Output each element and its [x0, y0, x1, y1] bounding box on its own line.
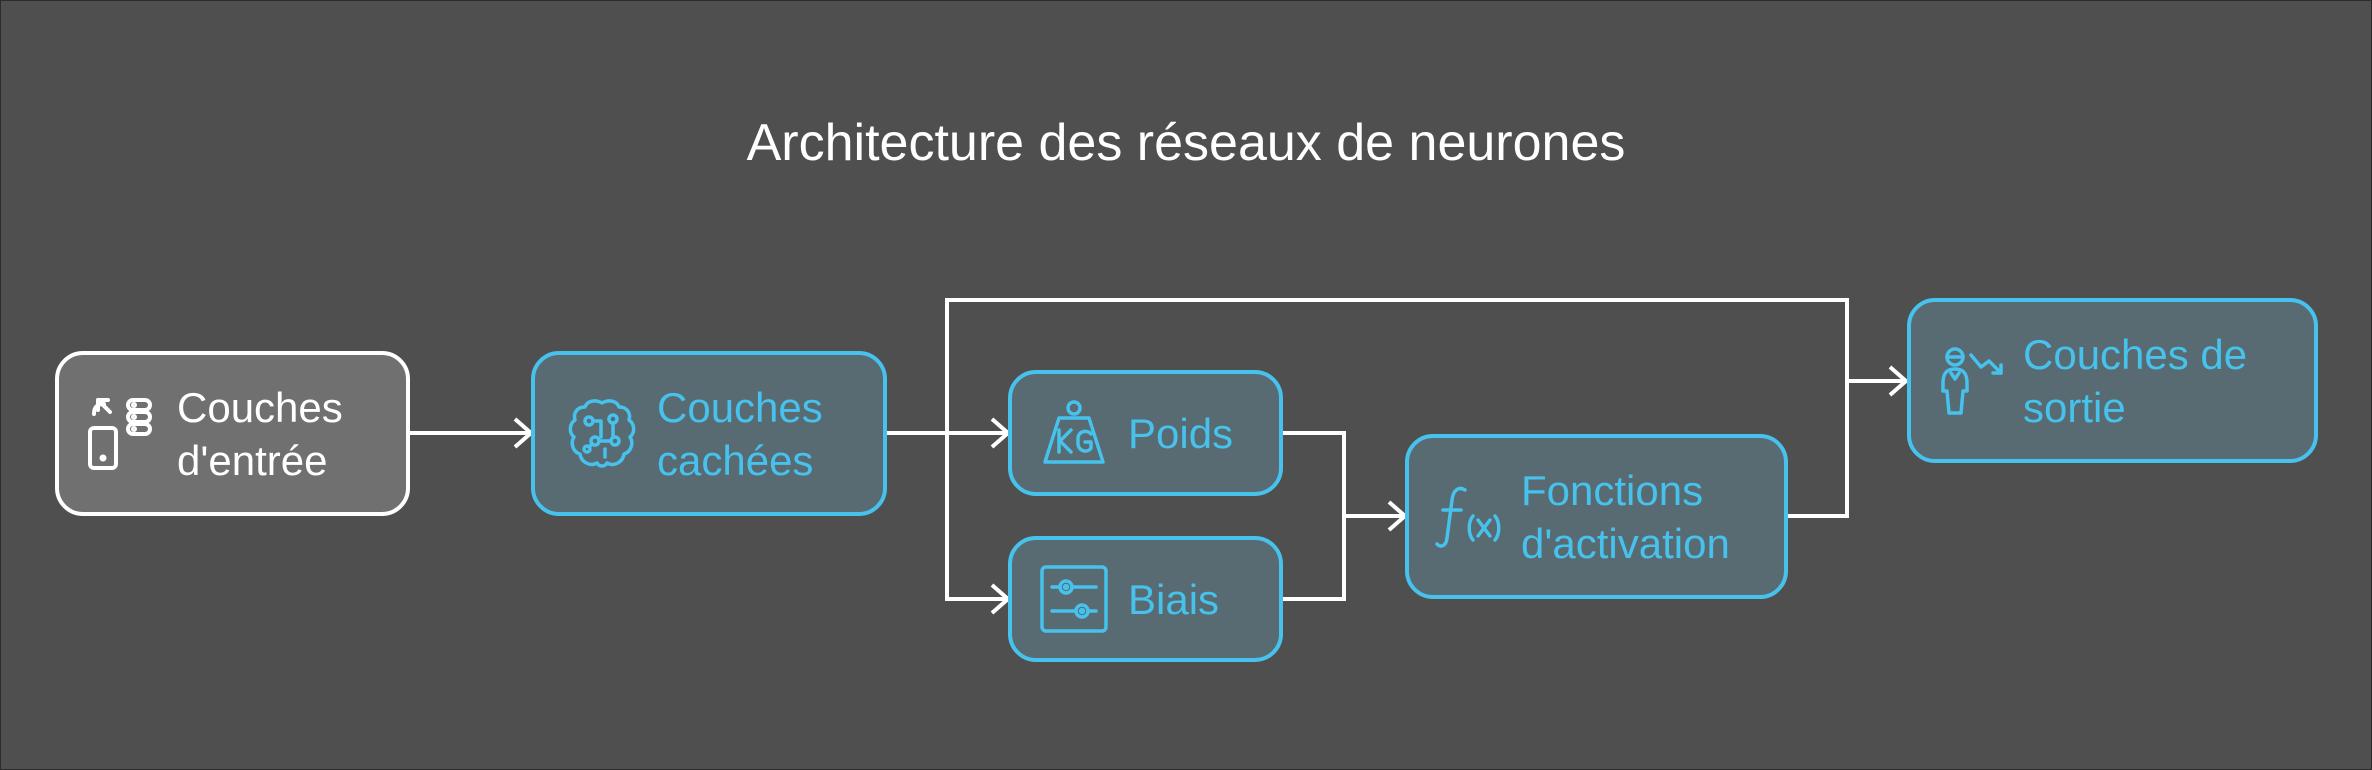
edge-bypass	[945, 298, 1849, 433]
phone-database-icon	[81, 394, 163, 474]
node-hidden-layers[interactable]: Couches cachées	[531, 351, 887, 516]
edge-weights-merge	[1281, 431, 1346, 601]
node-activation-functions[interactable]: Fonctions d'activation	[1405, 434, 1788, 599]
node-input-label: Couches d'entrée	[177, 381, 343, 487]
diagram-title: Architecture des réseaux de neurones	[746, 114, 1626, 172]
kg-weight-icon	[1034, 396, 1114, 470]
function-fx-icon	[1435, 482, 1505, 552]
edge-activation-output	[1786, 379, 1904, 518]
person-trend-icon	[1937, 343, 2009, 419]
node-activation-line2: d'activation	[1521, 519, 1730, 567]
node-weights-label: Poids	[1128, 409, 1234, 457]
node-output-line2: sortie	[2023, 383, 2126, 431]
node-bias-label: Biais	[1128, 575, 1220, 623]
edge-to-bias	[945, 433, 1006, 601]
node-hidden-label: Couches cachées	[657, 381, 823, 487]
node-activation-label: Fonctions d'activation	[1521, 464, 1730, 570]
node-output-layers[interactable]: Couches de sortie	[1907, 298, 2318, 463]
node-output-label: Couches de sortie	[2023, 328, 2247, 434]
node-activation-line1: Fonctions	[1521, 466, 1704, 514]
node-input-line2: d'entrée	[177, 436, 328, 484]
arrowhead-output	[1888, 365, 1910, 397]
node-weights[interactable]: Poids	[1008, 370, 1283, 496]
node-hidden-line1: Couches	[657, 383, 823, 431]
brain-circuit-icon	[561, 397, 643, 471]
node-output-line1: Couches de	[2023, 330, 2248, 378]
node-bias[interactable]: Biais	[1008, 536, 1283, 662]
sliders-icon	[1034, 563, 1114, 635]
node-input-layers[interactable]: Couches d'entrée	[55, 351, 410, 516]
node-input-line1: Couches	[177, 383, 343, 431]
node-hidden-line2: cachées	[657, 436, 814, 484]
